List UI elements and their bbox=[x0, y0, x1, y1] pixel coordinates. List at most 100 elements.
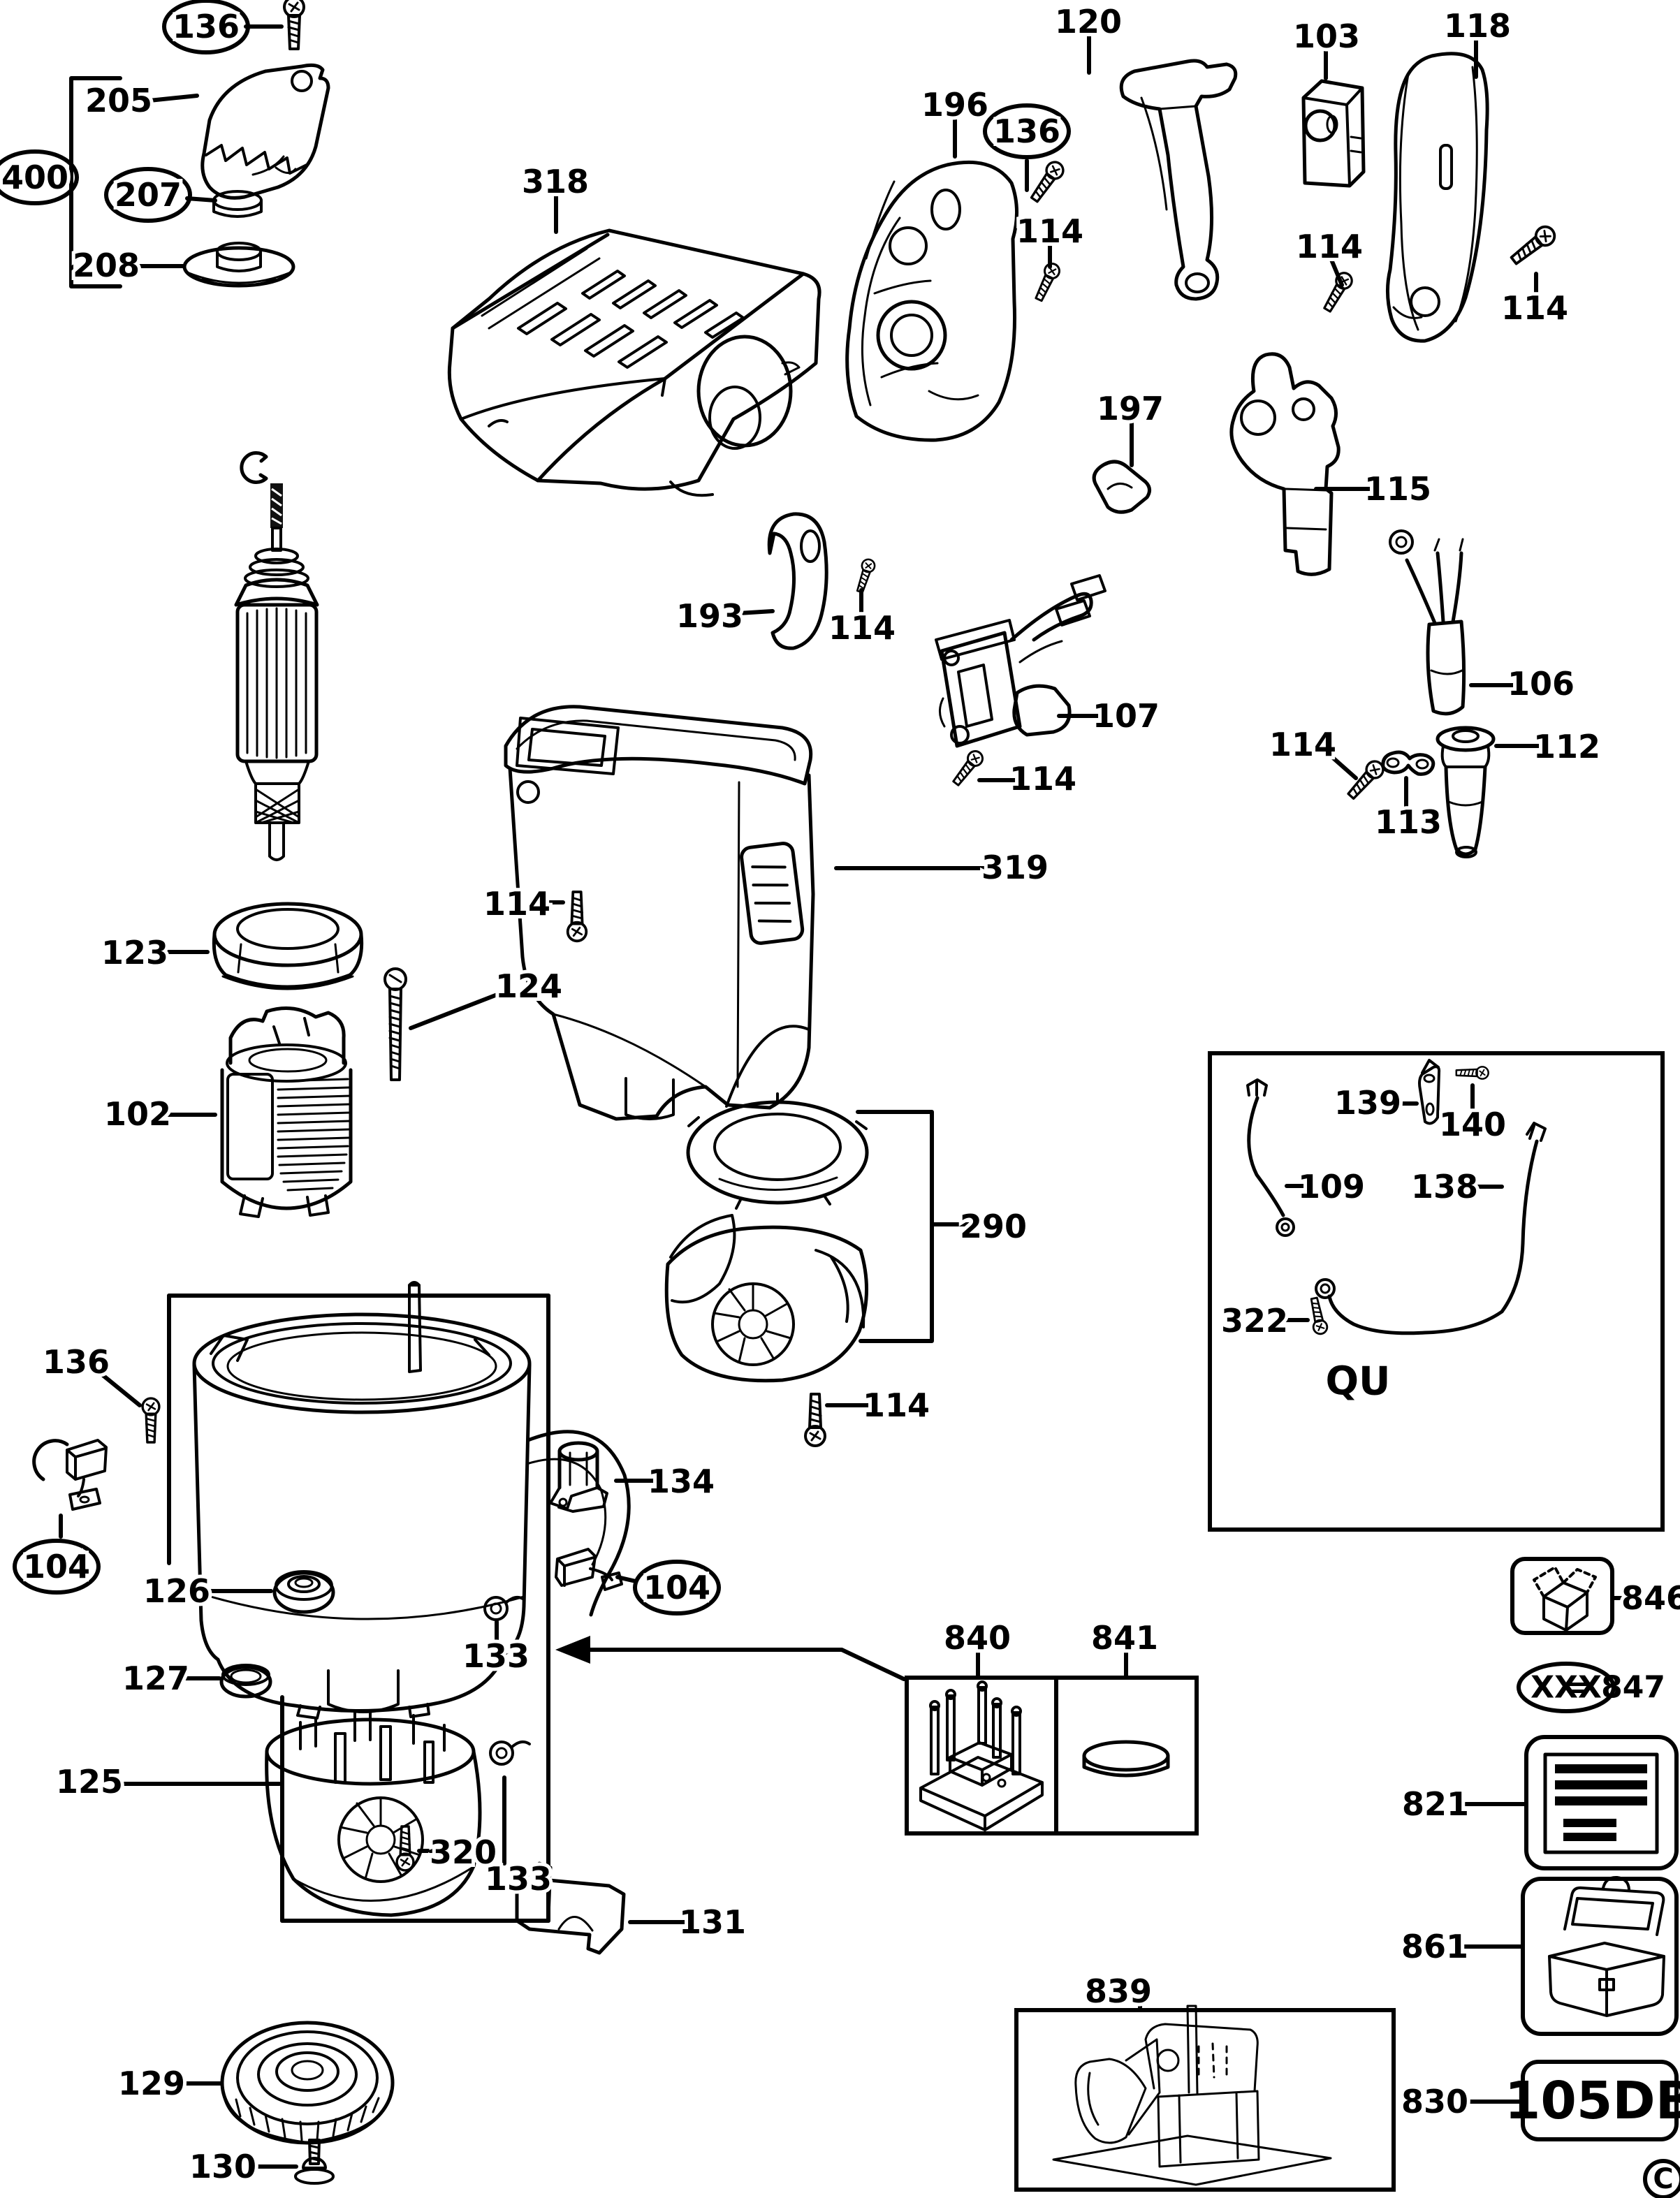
gear-cover-icon bbox=[200, 63, 330, 200]
part-number: 846 bbox=[1621, 1579, 1680, 1617]
pointer-arrow-head bbox=[555, 1636, 590, 1664]
part-number: 114 bbox=[828, 609, 896, 647]
callout-134: 134 bbox=[614, 1459, 718, 1504]
motor-can-assembly-icon bbox=[192, 1281, 631, 1720]
long-screw-icon bbox=[384, 967, 407, 1081]
callout-114: 114 bbox=[1013, 209, 1087, 269]
part-number: 104 bbox=[23, 1548, 90, 1585]
clip-icon bbox=[1418, 1059, 1441, 1125]
callout-136: 136 bbox=[983, 103, 1071, 192]
part-number: 114 bbox=[1009, 760, 1076, 798]
callout-113: 113 bbox=[1371, 776, 1445, 844]
part-number: 114 bbox=[483, 885, 550, 923]
part-number: 130 bbox=[189, 2148, 256, 2185]
screw-icon bbox=[1026, 157, 1068, 206]
callout-290: 290 bbox=[956, 1204, 1030, 1249]
callout-322: 322 bbox=[1218, 1298, 1310, 1343]
callout-115: 115 bbox=[1314, 467, 1435, 511]
callout-138: 138 bbox=[1408, 1164, 1504, 1209]
callout-114: 114 bbox=[1292, 224, 1366, 287]
screw-icon bbox=[1506, 221, 1560, 270]
part-number: 109 bbox=[1298, 1168, 1365, 1206]
callout-114: 114 bbox=[1498, 272, 1572, 330]
callout-126: 126 bbox=[140, 1569, 273, 1613]
fan-baffle-set-icon bbox=[664, 1092, 869, 1383]
switch-wire-assembly-icon bbox=[935, 574, 1106, 748]
model-text-label: 105DB bbox=[1505, 2071, 1680, 2131]
switch-block-icon bbox=[1301, 79, 1366, 188]
callout-208: 208 bbox=[69, 243, 185, 288]
callout-118: 118 bbox=[1440, 3, 1514, 79]
part-number: 197 bbox=[1097, 390, 1164, 427]
callout-114: 114 bbox=[825, 588, 899, 650]
service-fixture-icon bbox=[1052, 2005, 1332, 2186]
leader-line bbox=[185, 196, 217, 203]
callout-127: 127 bbox=[119, 1656, 221, 1701]
damper-puck-icon bbox=[212, 190, 263, 218]
part-number: 290 bbox=[960, 1208, 1027, 1245]
lead-wire-icon bbox=[1246, 1078, 1295, 1237]
callout-114: 114 bbox=[1266, 722, 1358, 780]
qu-text-label: QU bbox=[1325, 1359, 1390, 1405]
leader-line bbox=[1324, 749, 1358, 780]
xxx-text: XXX bbox=[1517, 1662, 1616, 1713]
trigger-assembly-icon bbox=[1229, 352, 1341, 576]
part-number: 208 bbox=[73, 247, 140, 284]
callout-839: 839 bbox=[1081, 1969, 1155, 2014]
callout-oval bbox=[13, 1539, 101, 1595]
brush-spring-icon bbox=[483, 1595, 525, 1621]
part-number: 102 bbox=[104, 1095, 171, 1133]
callout-133: 133 bbox=[481, 1775, 555, 1901]
callout-320: 320 bbox=[417, 1830, 500, 1875]
model-text: 105DB bbox=[1505, 2071, 1680, 2131]
screw-icon bbox=[852, 557, 877, 595]
part-number: 320 bbox=[430, 1833, 497, 1871]
part-number: 861 bbox=[1401, 1928, 1468, 1965]
spacer-disc-icon bbox=[1082, 1740, 1170, 1778]
part-number: 136 bbox=[43, 1343, 110, 1381]
carbon-brush-icon bbox=[32, 1439, 108, 1511]
part-number: 139 bbox=[1334, 1084, 1401, 1122]
part-number: 125 bbox=[56, 1763, 123, 1801]
callout-129: 129 bbox=[115, 2061, 223, 2106]
callout-193: 193 bbox=[673, 594, 775, 638]
screw-icon bbox=[1306, 1296, 1330, 1337]
callout-830: 830 bbox=[1398, 2079, 1524, 2124]
callout-103: 103 bbox=[1290, 14, 1364, 80]
box-qu bbox=[1208, 1051, 1665, 1532]
part-number: 133 bbox=[485, 1860, 552, 1898]
part-number: 124 bbox=[495, 967, 562, 1005]
bracket-400 bbox=[69, 76, 122, 288]
part-number: 129 bbox=[118, 2065, 185, 2102]
callout-oval bbox=[162, 0, 250, 54]
callout-106: 106 bbox=[1469, 661, 1578, 706]
part-number: 114 bbox=[1501, 289, 1568, 327]
callout-840: 840 bbox=[940, 1615, 1014, 1678]
ground-wire-icon bbox=[1315, 1122, 1547, 1335]
brush-spring-icon bbox=[489, 1740, 531, 1766]
part-number: 114 bbox=[1269, 726, 1336, 763]
lock-lever-icon bbox=[1092, 460, 1151, 514]
fan-icon bbox=[220, 2021, 395, 2145]
box-839 bbox=[1014, 2008, 1396, 2192]
callout-136: 136 bbox=[162, 0, 284, 54]
part-number: 830 bbox=[1401, 2083, 1468, 2120]
part-number: 318 bbox=[522, 163, 589, 200]
part-number: 319 bbox=[981, 849, 1049, 886]
part-number: 120 bbox=[1055, 3, 1122, 41]
screw-icon bbox=[804, 1393, 826, 1447]
callout-197: 197 bbox=[1093, 386, 1167, 467]
part-number: 193 bbox=[676, 597, 743, 635]
leader-line bbox=[1329, 258, 1344, 287]
bracket-290 bbox=[856, 1110, 934, 1343]
callout-oval bbox=[633, 1560, 721, 1615]
screw-icon bbox=[566, 891, 588, 943]
baffle-disc-icon bbox=[182, 242, 295, 288]
rear-handle-cover-icon bbox=[1385, 52, 1489, 343]
carton-icon bbox=[1533, 1566, 1597, 1632]
callout-114: 114 bbox=[480, 881, 565, 926]
part-number: 140 bbox=[1439, 1106, 1506, 1143]
cord-protector-icon bbox=[1436, 726, 1496, 858]
part-number: 114 bbox=[863, 1386, 930, 1424]
